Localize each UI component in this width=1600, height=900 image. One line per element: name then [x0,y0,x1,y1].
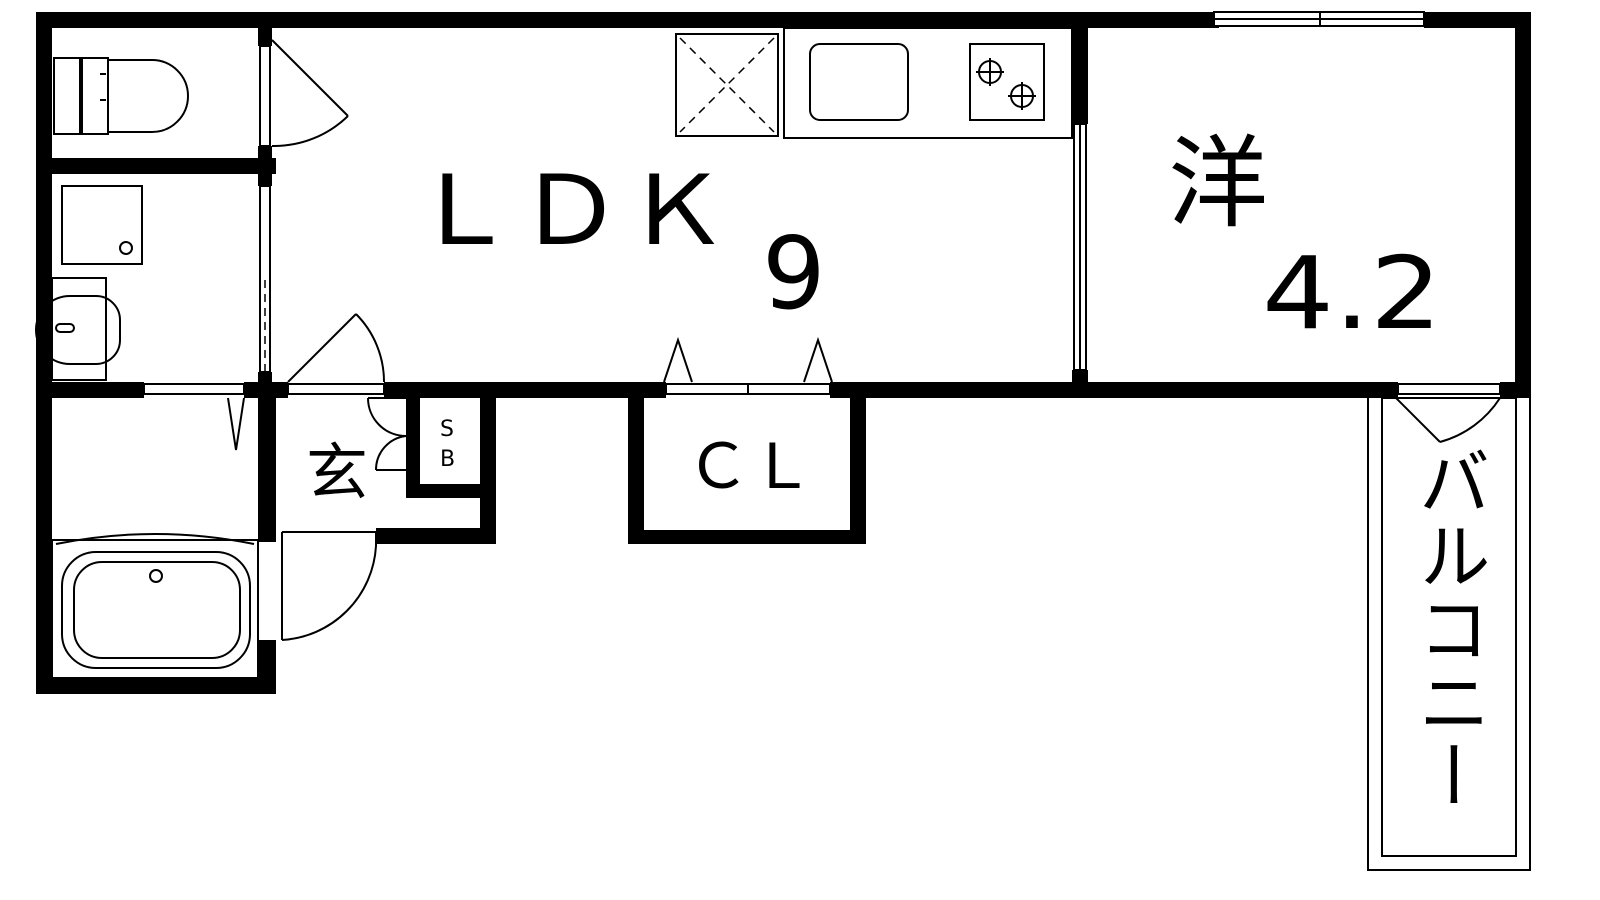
sliding-door-wash [259,185,271,373]
window-balcony [1397,383,1501,395]
door-swing-balcony [1395,397,1501,443]
doors [227,39,1501,641]
wall-bath-right-lower [258,640,276,692]
bath-door-mark [227,397,245,451]
wall-cl-bottom [628,530,866,544]
balcony-label: バルコニー [1406,444,1490,812]
wall-bath-right [258,392,276,542]
balcony-inner [1381,397,1517,857]
toilet-door-jamb [259,45,271,147]
wall-wash-bottom-left [36,382,144,398]
wall-bath-bottom [36,678,276,694]
wall-toilet-bottom [36,158,276,174]
wall-bottom-right-end [1500,382,1531,398]
balcony [1367,393,1531,871]
western-name-label: 洋 [1168,125,1268,242]
fridge-space-fixture [675,33,779,137]
closet-door-left [663,336,693,383]
wall-wash-bottom-right [244,382,288,398]
wash-basin-fixture [35,277,121,381]
door-jamb-entrance-ldk [287,383,385,395]
wall-cl-right [850,392,866,544]
wall-cl-left [628,392,644,544]
entrance-label: 玄 [306,436,368,509]
wall-ldk-western [1072,12,1088,124]
wall-wash-right [258,12,272,46]
closet-door-right [803,336,833,383]
wall-wash-right-mid [258,146,272,186]
ldk-name-label: ＬＤＫ [410,155,730,267]
fixtures [35,27,1073,679]
window-wash-bottom [143,383,245,395]
walls [36,12,1531,694]
toilet-fixture [53,57,189,135]
wall-ldk-bottom-2 [830,382,1398,398]
door-swing-bath [281,531,377,641]
wall-ldk-western-low [1072,370,1088,398]
kitchen-counter-fixture [783,27,1073,139]
wall-top-right [1424,12,1531,28]
ldk-size-label: 9 [762,215,826,332]
wall-sb-right [480,392,496,544]
balcony-outer [1367,393,1531,871]
shoe-box-label-top: S [440,417,454,442]
windows [143,11,1501,395]
wall-right [1515,12,1531,398]
door-swing-ldk [287,313,386,383]
washer-pan-fixture [61,185,143,265]
room-labels: ＬＤＫ 9 洋 4.2 玄 S B ＣＬ バルコニー [306,125,1490,812]
wall-sb-bottom [406,484,490,498]
wall-sb-left [406,396,420,498]
wall-entrance-bottom [376,528,496,544]
closet-label: ＣＬ [686,430,814,503]
door-swing-toilet [271,39,349,148]
wall-top [36,12,1219,28]
wall-ldk-bottom-1 [384,382,666,398]
western-size-label: 4.2 [1262,235,1442,352]
bathtub-fixture [51,533,259,679]
shoe-box-label-bottom: B [440,447,455,472]
shoe-box-door [367,397,407,471]
